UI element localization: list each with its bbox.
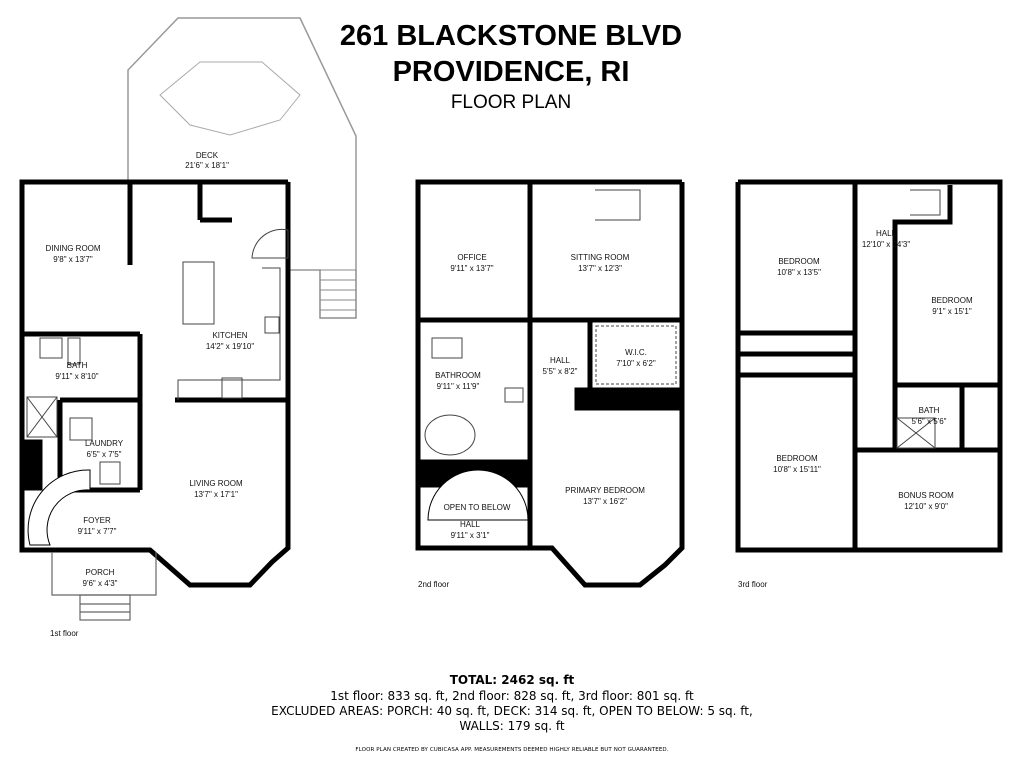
floor-areas: 1st floor: 833 sq. ft, 2nd floor: 828 sq… — [330, 689, 694, 703]
room-size: 9'11" x 8'10" — [55, 372, 98, 381]
excluded-areas: EXCLUDED AREAS: PORCH: 40 sq. ft, DECK: … — [271, 704, 753, 718]
room-name: BONUS ROOM — [898, 491, 954, 500]
room-size: 12'10" x 9'0" — [904, 502, 948, 511]
room-name: DINING ROOM — [45, 244, 100, 253]
room-size: 5'6" x 5'6" — [912, 417, 947, 426]
room-name: LAUNDRY — [85, 439, 124, 448]
room-size: 21'6" x 18'1" — [185, 161, 229, 170]
first-floor-walls — [19, 179, 291, 588]
first-floor-plan — [19, 17, 357, 621]
city-title: PROVIDENCE, RI — [392, 56, 630, 88]
room-size: 10'8" x 15'11" — [773, 465, 821, 474]
room-name: HALL — [460, 520, 481, 529]
floor-label: 1st floor — [50, 629, 79, 638]
spiral-stairs-icon — [27, 469, 91, 546]
room-size: 9'11" x 3'1" — [451, 531, 490, 540]
walls-area: WALLS: 179 sq. ft — [459, 719, 565, 733]
plan-subtitle: FLOOR PLAN — [450, 92, 572, 113]
second-floor-plan — [415, 179, 685, 588]
room-size: 9'8" x 13'7" — [53, 255, 93, 264]
room-name: BEDROOM — [776, 454, 818, 463]
room-name: OFFICE — [457, 253, 486, 262]
room-name: BATH — [919, 406, 940, 415]
room-size: 14'2" x 19'10" — [206, 342, 254, 351]
room-name: HALL — [550, 356, 571, 365]
deck-inner-octagon — [159, 61, 301, 136]
floor-label: 2nd floor — [418, 580, 449, 589]
room-name: HALL — [876, 229, 897, 238]
room-size: 9'11" x 13'7" — [450, 264, 493, 273]
room-name: BATH — [67, 361, 88, 370]
room-name: PORCH — [86, 568, 115, 577]
deck-stairs-icon — [319, 269, 357, 319]
room-name: OPEN TO BELOW — [444, 503, 511, 512]
room-size: 9'11" x 7'7" — [78, 527, 117, 536]
room-name: LIVING ROOM — [189, 479, 243, 488]
room-size: 9'6" x 4'3" — [83, 579, 118, 588]
porch-outline — [51, 552, 157, 621]
room-labels: DECK 21'6" x 18'1" DINING ROOM 9'8" x 13… — [45, 151, 973, 638]
floor-label: 3rd floor — [738, 580, 768, 589]
total-area: TOTAL: 2462 sq. ft — [449, 673, 575, 687]
kitchen-fixtures — [26, 228, 289, 485]
third-floor-plan — [735, 179, 1003, 553]
room-size: 13'7" x 12'3" — [578, 264, 622, 273]
room-size: 12'10" x 24'3" — [862, 240, 910, 249]
room-size: 9'1" x 15'1" — [932, 307, 972, 316]
room-name: BEDROOM — [931, 296, 973, 305]
room-name: DECK — [196, 151, 219, 160]
open-to-below-stairs-icon — [427, 469, 529, 521]
room-name: PRIMARY BEDROOM — [565, 486, 645, 495]
room-size: 7'10" x 6'2" — [616, 359, 656, 368]
deck-outline — [127, 17, 357, 319]
room-size: 6'5" x 7'5" — [87, 450, 122, 459]
room-size: 13'7" x 16'2" — [583, 497, 627, 506]
room-size: 9'11" x 11'9" — [437, 382, 480, 391]
room-size: 10'8" x 13'5" — [777, 268, 821, 277]
room-name: KITCHEN — [212, 331, 247, 340]
room-name: BATHROOM — [435, 371, 481, 380]
room-name: W.I.C. — [625, 348, 647, 357]
room-name: FOYER — [83, 516, 111, 525]
room-name: BEDROOM — [778, 257, 820, 266]
room-size: 13'7" x 17'1" — [194, 490, 238, 499]
address-title: 261 BLACKSTONE BLVD — [339, 20, 683, 52]
disclaimer: FLOOR PLAN CREATED BY CUBICASA APP. MEAS… — [355, 747, 669, 753]
room-size: 5'5" x 8'2" — [543, 367, 578, 376]
room-name: SITTING ROOM — [571, 253, 630, 262]
